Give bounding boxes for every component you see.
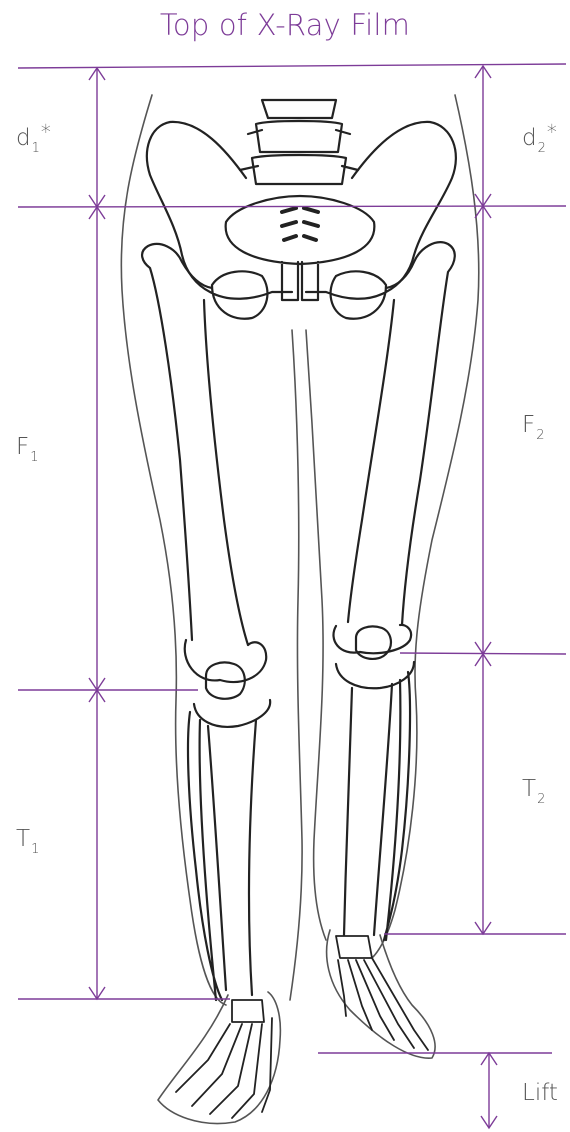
label-d2: d2* bbox=[522, 122, 557, 155]
label-f2: F2 bbox=[522, 414, 545, 442]
label-t1: T1 bbox=[16, 828, 39, 856]
sacrum-foramina bbox=[282, 208, 318, 240]
right-femur bbox=[333, 242, 454, 653]
label-f1: F1 bbox=[16, 436, 39, 464]
skeleton-illustration bbox=[121, 95, 478, 1123]
right-foot-bones bbox=[336, 936, 428, 1050]
right-tibia-fibula bbox=[336, 662, 414, 940]
left-foot-bones bbox=[176, 1000, 272, 1118]
lumbar-vertebrae bbox=[240, 100, 358, 184]
label-t2: T2 bbox=[522, 778, 545, 806]
label-d1: d1* bbox=[16, 122, 51, 155]
label-lift: Lift bbox=[522, 1082, 558, 1105]
left-femur bbox=[142, 244, 266, 682]
